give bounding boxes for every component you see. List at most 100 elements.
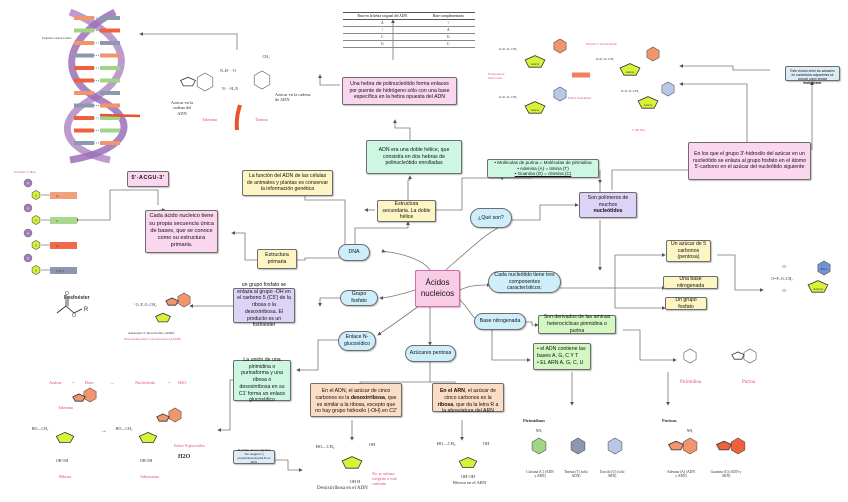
methyl-text: CH₃ — [263, 54, 271, 59]
box-text: En el ADN, el azúcar de cinco carbonos e… — [315, 388, 391, 401]
sugar-label: S — [35, 219, 37, 223]
guanina-label: Guanina (G) (ADN y ARN) — [710, 470, 742, 478]
grupo-fosfato-comp-box[interactable]: Un grupo fosfato — [665, 297, 707, 310]
helix-base — [100, 116, 120, 120]
union-box[interactable]: La unión de una pirimidina o purinaforma… — [233, 357, 291, 403]
fosfato-enlace-box[interactable]: un grupo fosfato se enlaza al grupo -OH … — [233, 282, 295, 328]
base-block — [50, 242, 77, 249]
desoxi-note-box[interactable]: El prefijo desoxi significa "sin oxígeno… — [233, 448, 275, 464]
phosphate-circle — [23, 178, 33, 188]
ribosa-label: Ribosa — [59, 474, 72, 479]
bases-lista-box[interactable]: • el ADN contiene las bases A, G, C Y T … — [533, 343, 591, 370]
sugar-label: S — [35, 194, 37, 198]
hbond-left-label: Azúcar en la cadena del ADN — [170, 100, 194, 116]
acidos-nucleicos-central[interactable]: Ácidos nucleicos — [415, 270, 460, 307]
oh-oh: OH OH — [140, 458, 153, 463]
eq-h2o: H2O — [178, 380, 187, 385]
purinas-lista-box[interactable]: • Moléculas de purina = Moléculas de pir… — [487, 159, 599, 178]
adenine-ring — [196, 72, 214, 92]
oh-h: OH H — [350, 479, 362, 484]
pirimidina-label: Pirimidina — [680, 380, 702, 385]
h2o-label: H2O — [178, 454, 191, 460]
helix-base — [74, 41, 94, 45]
phosphate-label: P — [27, 207, 29, 211]
enlace-3-box[interactable]: En los que el grupo 3'-hidroxilo del azú… — [688, 142, 811, 180]
enlace-n-glucosidico-oval[interactable]: Enlace N-glucosídico — [338, 331, 376, 351]
helix-base — [74, 128, 94, 133]
helix-base — [100, 16, 120, 20]
base-block — [50, 267, 77, 274]
helix-base — [100, 128, 120, 133]
eq-nucleosido: Nucleósido — [135, 380, 155, 385]
desoxirribosa-label: Desoxirribosa en el ADN — [317, 486, 368, 491]
base-1 — [553, 38, 567, 54]
ho-ch2: HO—CH₂ — [116, 426, 133, 431]
grupo-fosfato-oval[interactable]: Grupo fosfato — [340, 290, 378, 306]
acgu-box[interactable]: 5'-ACGU-3' — [127, 171, 169, 187]
fosfodiester-note-box[interactable]: Este vínculo entre los azúcares en nucle… — [785, 66, 840, 85]
amp-label: Adenosina 5'-monofosfato (AMP) — [128, 331, 175, 335]
base-nitrogenada-oval[interactable]: Base nitrogenada — [474, 313, 526, 330]
adenine-ring-5 — [180, 76, 196, 87]
que-son-oval[interactable]: ¿Qué son? — [470, 208, 512, 228]
thymine-ring — [253, 70, 271, 90]
componentes-oval[interactable]: Cada nucleótido tiene tres componentes c… — [488, 271, 561, 293]
nucleotide-sugar — [807, 280, 829, 293]
eq-plus: + — [72, 380, 75, 385]
helix-base — [100, 28, 120, 33]
base-block — [50, 192, 77, 199]
derivados-box[interactable]: Son derivados de las aminas heterocíclic… — [538, 314, 616, 334]
hebra-puente-box[interactable]: Una hebra de polinucleótido forma enlace… — [342, 77, 457, 105]
base-label: A — [56, 194, 59, 198]
helix-base — [100, 66, 120, 70]
box-text-bold: nucleótidos — [593, 208, 623, 215]
eq-plus2: + — [168, 380, 171, 385]
red-arrow-up — [234, 104, 242, 131]
box-text-bold: En el ARN — [439, 388, 465, 394]
sugar-2 — [524, 101, 546, 114]
list-item: • el ADN contiene las bases A, G, C Y T — [537, 346, 586, 359]
dna-oval[interactable]: DNA — [338, 244, 370, 261]
helix-base — [74, 53, 94, 58]
estructura-primaria-box[interactable]: Estructura primaria — [257, 249, 297, 269]
helix-base — [100, 141, 120, 145]
sugar-label: Azúcar — [531, 62, 540, 66]
uracilo-label: Uracilo (U) (sólo ARN) — [599, 470, 625, 478]
base-nitrogenada-comp-box[interactable]: Una base nitrogenada — [663, 276, 718, 289]
secuencia-box[interactable]: Cada ácido nucleico tiene su propia secu… — [145, 210, 218, 253]
phosphate-label: P — [27, 232, 29, 236]
sugar-label: Azúcar — [626, 70, 635, 74]
amp-adenine — [177, 292, 191, 308]
pirimidinas-label: Pirimidinas — [523, 418, 545, 423]
phosphate-label: P — [27, 182, 29, 186]
ribose-pentagon — [55, 431, 75, 443]
table-cell: G — [343, 40, 422, 48]
helix-base — [74, 141, 94, 145]
doble-helice-box[interactable]: ADN era una doble hélice, que consistía … — [366, 140, 462, 174]
azucar5-box[interactable]: Un azúcar de 5 carbonos (pentosa) — [666, 240, 711, 262]
pyrimidine-outline — [683, 348, 697, 364]
phosphate-text: O–P–O–CH₂ — [499, 95, 518, 99]
hbond-text: N····H–N — [222, 86, 238, 91]
adenosine-adenine-5 — [156, 413, 170, 422]
formacion-label: Formación de enlace éster — [488, 72, 505, 80]
arn-azucar-box[interactable]: En el ARN, el azúcar de cinco carbonos e… — [432, 383, 504, 414]
phosphate-text: O–P–O–CH₂ — [621, 89, 640, 93]
timina-label: Timina (T) (sólo ADN) — [564, 470, 588, 478]
amp-adenine-5 — [165, 297, 179, 306]
estructura-secundaria-box[interactable]: Estructura secundaria. La doble hélice — [377, 200, 436, 222]
polimeros-box[interactable]: Son polímeros de muchos nucleótidos — [579, 192, 637, 218]
funcion-adn-box[interactable]: La función del ADN de las células de ani… — [242, 170, 333, 196]
helix-base — [100, 103, 120, 108]
hbond-text: N–H····O — [220, 68, 236, 73]
phosphate-circle — [23, 203, 33, 213]
list-item: • Moléculas de purina = Moléculas de pir… — [494, 159, 592, 165]
adn-azucar-box[interactable]: En el ADN, el azúcar de cinco carbonos e… — [310, 383, 402, 417]
azucares-pentosa-oval[interactable]: Azúcares pentosa — [405, 345, 456, 362]
sugar-pentagon — [31, 240, 41, 250]
